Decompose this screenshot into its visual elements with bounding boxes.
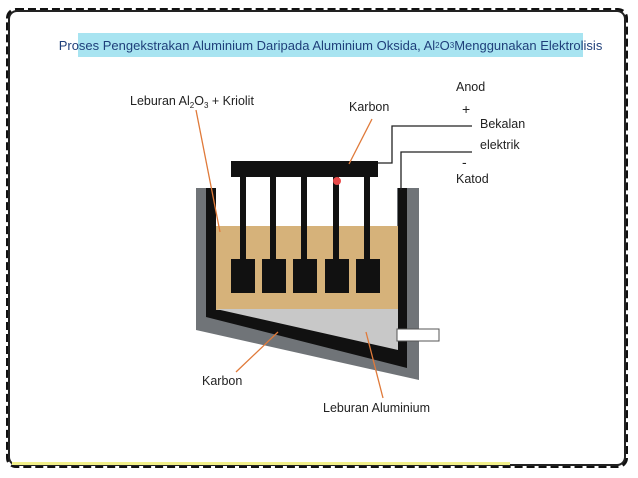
label-supply-line1: Bekalan	[480, 117, 526, 131]
cathode-wire	[400, 151, 472, 190]
label-molten-aluminium: Leburan Aluminium	[323, 401, 431, 415]
title-text-part3: Menggunakan Elektrolisis	[454, 37, 603, 53]
anode-rod-2	[270, 177, 276, 263]
label-molten-mix-part3: + Kriolit	[208, 94, 254, 108]
diagram-title: Proses Pengekstrakan Aluminium Daripada …	[59, 33, 602, 57]
leader-molten-aluminium	[365, 331, 384, 399]
label-molten-mixture: Leburan Al2O3 + Kriolit	[130, 94, 254, 110]
anode-block-3	[293, 259, 317, 293]
anode-holder-bar	[231, 161, 378, 177]
label-plus-sign: +	[462, 101, 471, 117]
anode-block-1	[231, 259, 255, 293]
anode-block-2	[262, 259, 286, 293]
anode-rod-5	[364, 177, 370, 263]
label-minus-sign: -	[462, 154, 467, 170]
tapping-outlet	[396, 328, 440, 342]
inner-frame	[8, 10, 626, 466]
anode-block-4	[325, 259, 349, 293]
leader-carbon-lining	[235, 331, 279, 373]
anode-rod-4	[333, 177, 339, 263]
label-molten-mix-part1: Leburan Al	[130, 94, 190, 108]
leader-carbon-anode	[348, 118, 373, 165]
title-sub2: 3	[449, 40, 455, 50]
label-anode: Anod	[456, 80, 486, 94]
anode-rod-1	[240, 177, 246, 263]
label-molten-mix-sub1: 2	[189, 101, 195, 110]
title-sub1: 2	[435, 40, 440, 50]
anode-wire	[378, 125, 472, 164]
label-cathode: Katod	[456, 172, 489, 186]
label-molten-mix-sub2: 3	[203, 101, 209, 110]
molten-aluminium-pool	[216, 309, 398, 350]
bottom-highlight-strip	[12, 462, 510, 465]
spark-marker	[333, 177, 341, 185]
anode-block-5	[356, 259, 380, 293]
title-text-part2: O	[439, 37, 450, 53]
leader-molten-mix	[195, 109, 221, 233]
title-text-part1: Proses Pengekstrakan Aluminium Daripada …	[58, 37, 436, 53]
label-carbon-anode: Karbon	[349, 100, 390, 114]
label-carbon-lining: Karbon	[202, 374, 243, 388]
label-molten-mix-part2: O	[194, 94, 204, 108]
label-supply-line2: elektrik	[480, 138, 520, 152]
anode-rod-3	[301, 177, 307, 263]
